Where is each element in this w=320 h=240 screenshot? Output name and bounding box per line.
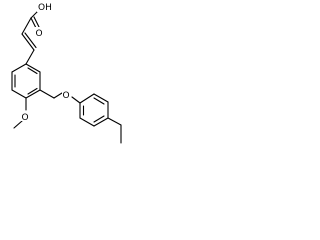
ether-oxygen-label: O [63, 91, 70, 101]
methoxy-oxygen-label: O [22, 113, 29, 123]
benzene-ring-right [79, 93, 109, 127]
bond-ca-cb [21, 17, 32, 35]
ring2-bond-2 [93, 93, 109, 103]
ring1-bond-6 [11, 63, 27, 73]
bond-ring-ethyl [107, 117, 122, 126]
bond-o-ring2 [71, 96, 81, 104]
bond-ch2-o [53, 92, 63, 99]
ring1-inner-1 [27, 67, 38, 75]
ring2-bond-5 [79, 117, 95, 127]
acrylic-acid-group [21, 8, 41, 65]
benzyl-ether-linker [39, 89, 81, 104]
ring1-bond-4 [11, 89, 27, 99]
bond-alkene-2 [24, 32, 37, 49]
bond-c-o-double-2 [33, 16, 41, 29]
methoxy-group [13, 97, 27, 129]
ring1-inner-2 [27, 87, 38, 95]
bond-methoxy-o-ch3 [13, 120, 23, 129]
carbonyl-oxygen-label: O [36, 29, 43, 39]
hydroxyl-label-mask [37, 1, 51, 12]
carbonyl-oxygen-label-mask [35, 27, 43, 37]
chemical-structure: OH O O O [11, 1, 122, 144]
ethyl-group [107, 117, 122, 144]
ring1-bond-1 [25, 63, 41, 73]
atom-labels: OH O O O [21, 1, 71, 123]
methoxy-oxygen-label-mask [21, 111, 30, 121]
bond-alkene-1 [21, 33, 35, 51]
ring1-bond-3 [25, 89, 41, 99]
ring2-inner-2 [93, 115, 105, 123]
ring2-bond-1 [79, 93, 95, 104]
ring2-bond-4 [93, 117, 109, 127]
bond-ring-ch2 [39, 89, 55, 99]
ring2-inner-1 [93, 97, 105, 105]
ether-oxygen-label-mask [62, 89, 71, 99]
benzene-ring-left [11, 63, 41, 99]
hydroxyl-label: OH [38, 3, 52, 13]
bond-alkene-ring [25, 49, 35, 65]
